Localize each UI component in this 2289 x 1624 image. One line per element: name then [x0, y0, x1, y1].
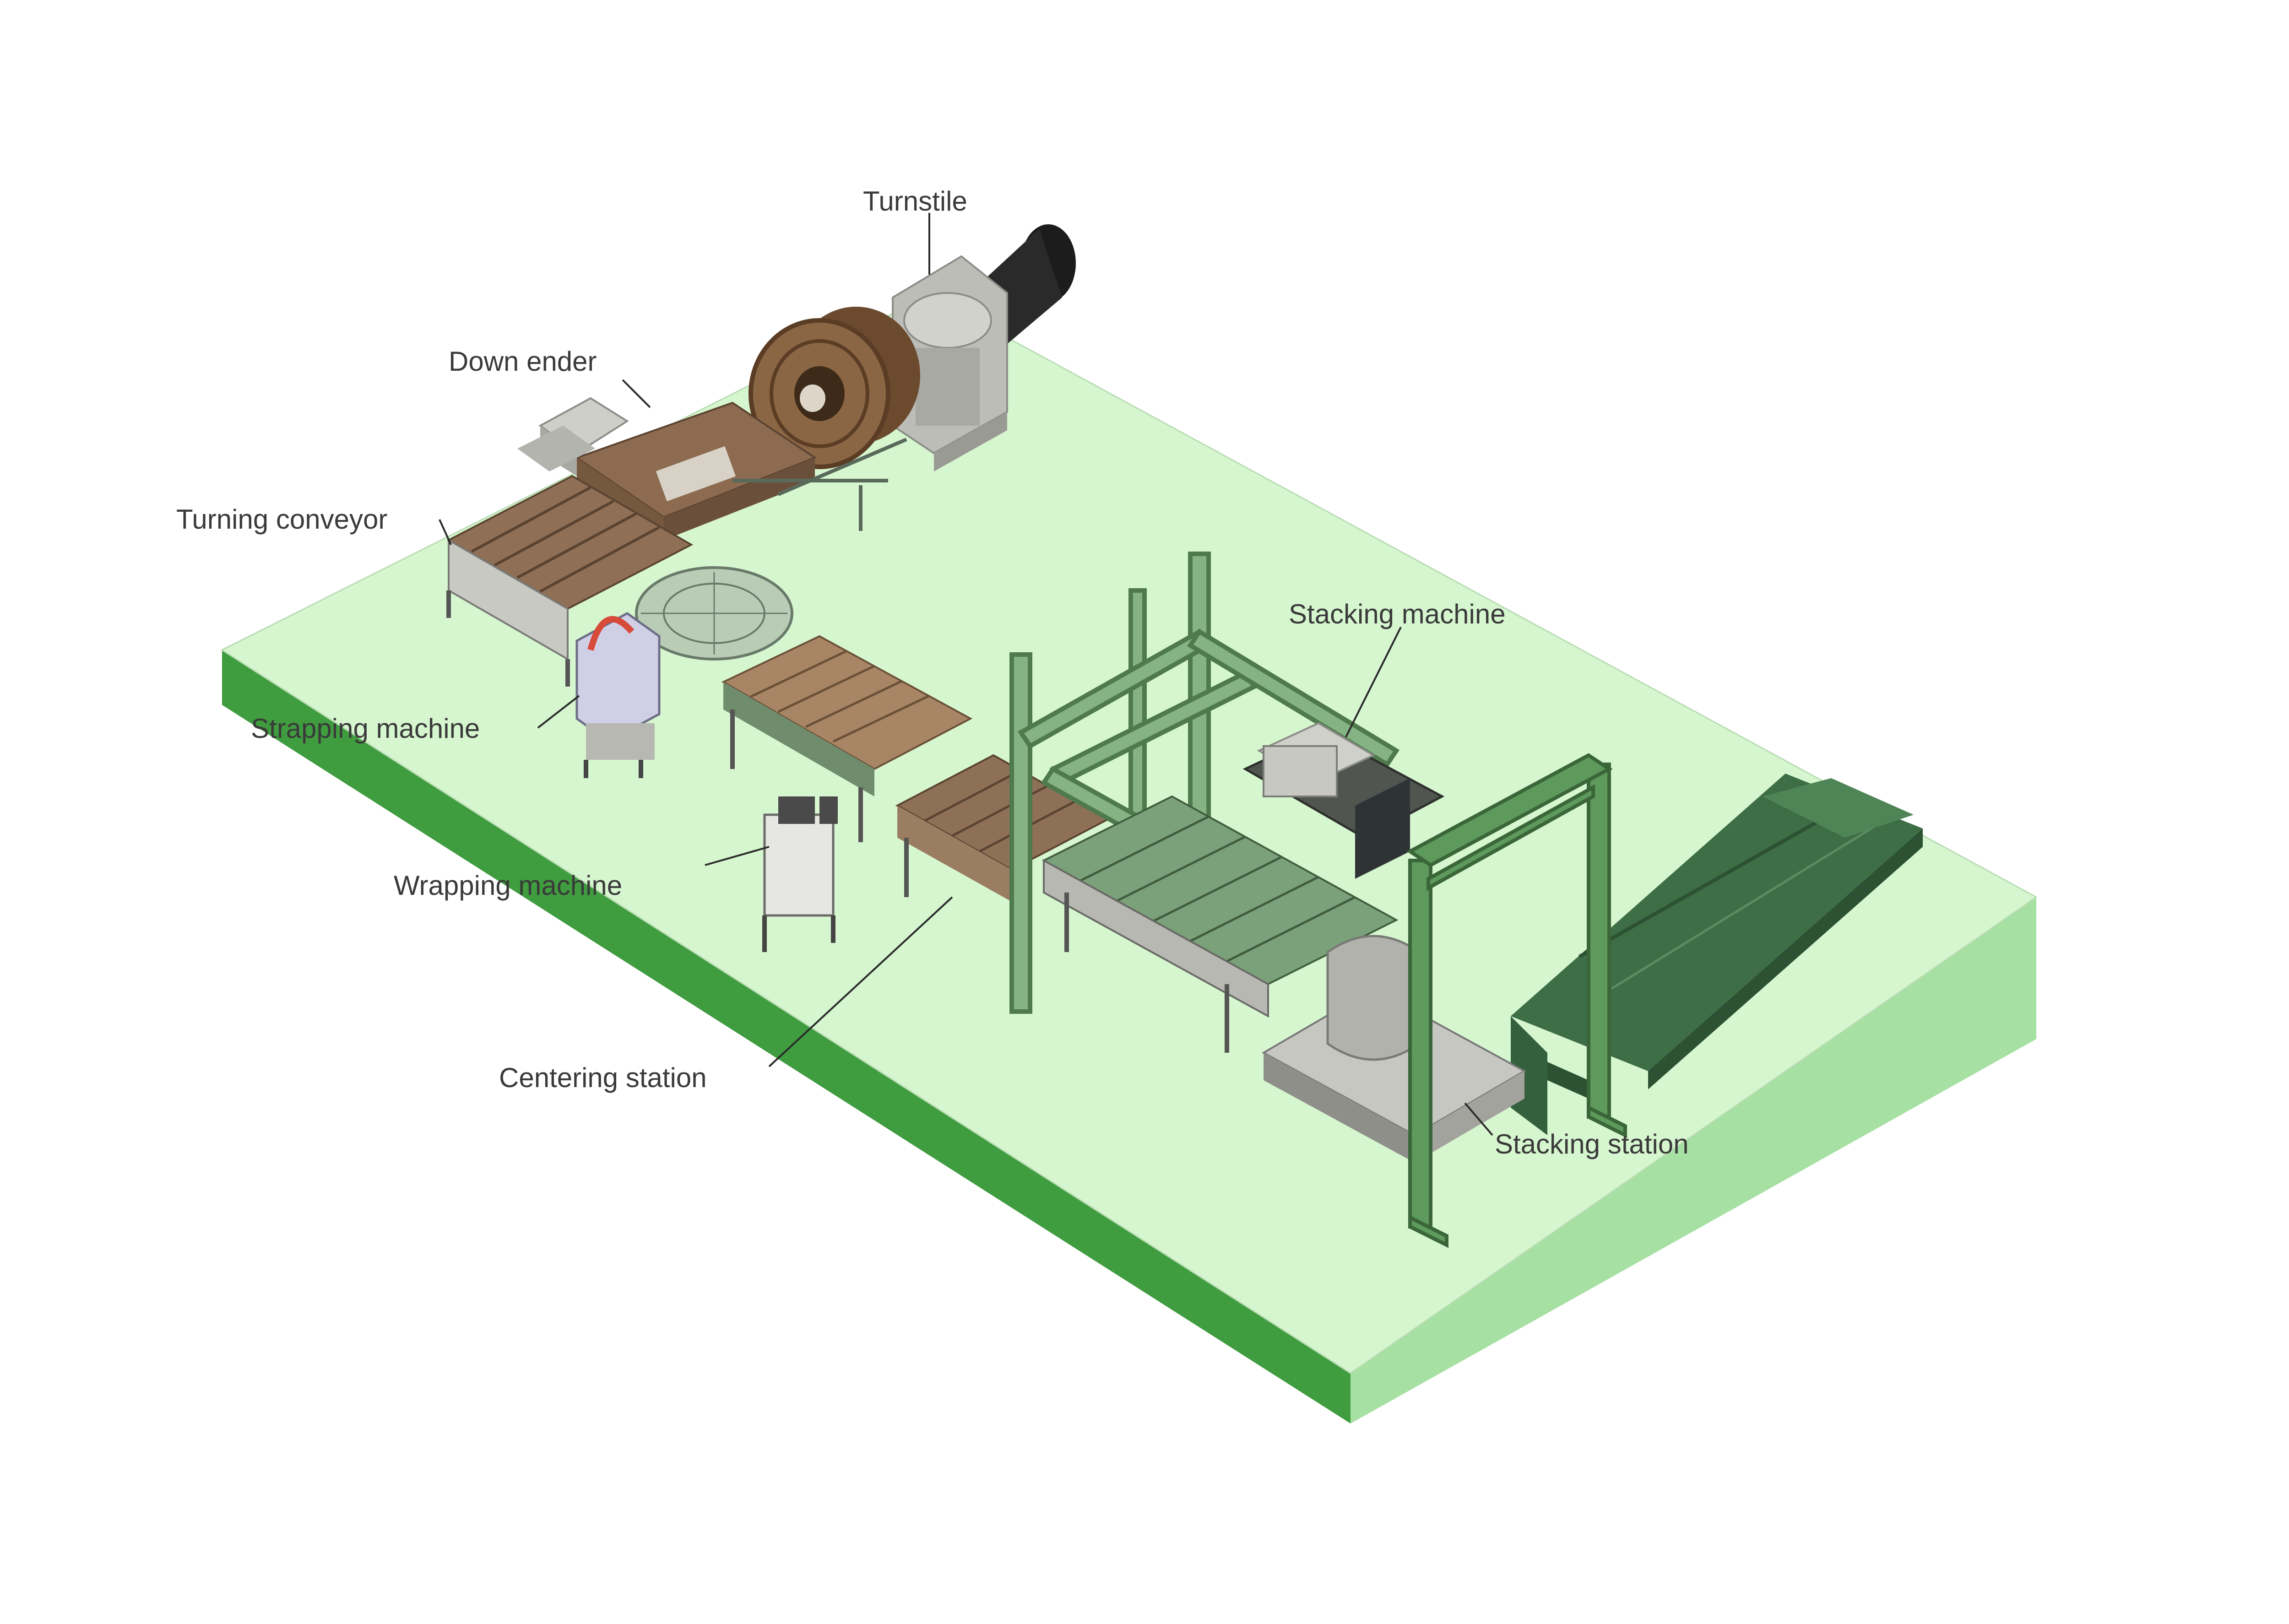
label-wrapping-machine: Wrapping machine — [394, 870, 622, 901]
labels: Turnstile Down ender Turning conveyor St… — [176, 186, 1689, 1159]
rotary-table — [635, 566, 793, 660]
label-stacking-station: Stacking station — [1495, 1129, 1689, 1159]
label-centering-station: Centering station — [499, 1062, 707, 1093]
wrapping-machine — [762, 796, 838, 952]
middle-conveyor — [721, 635, 973, 842]
front-portal-gantry — [1406, 753, 1627, 1248]
stacking-machine — [1242, 722, 1445, 879]
strapping-machine — [575, 612, 661, 778]
platform-front-face — [1351, 897, 2036, 1424]
outfeed-conveyors — [1511, 774, 1923, 1135]
steel-coil — [749, 307, 920, 469]
label-strapping-machine: Strapping machine — [251, 713, 480, 744]
label-down-ender: Down ender — [449, 346, 597, 377]
label-turning-conveyor: Turning conveyor — [176, 504, 387, 535]
label-stacking-machine: Stacking machine — [1289, 599, 1506, 629]
platform-left-face — [222, 650, 1351, 1424]
label-turnstile: Turnstile — [863, 186, 967, 217]
leader-lines — [439, 213, 1493, 1136]
turning-conveyor — [446, 475, 694, 687]
stacking-conveyor — [1041, 795, 1399, 1053]
turnstile-unit — [749, 224, 1076, 471]
